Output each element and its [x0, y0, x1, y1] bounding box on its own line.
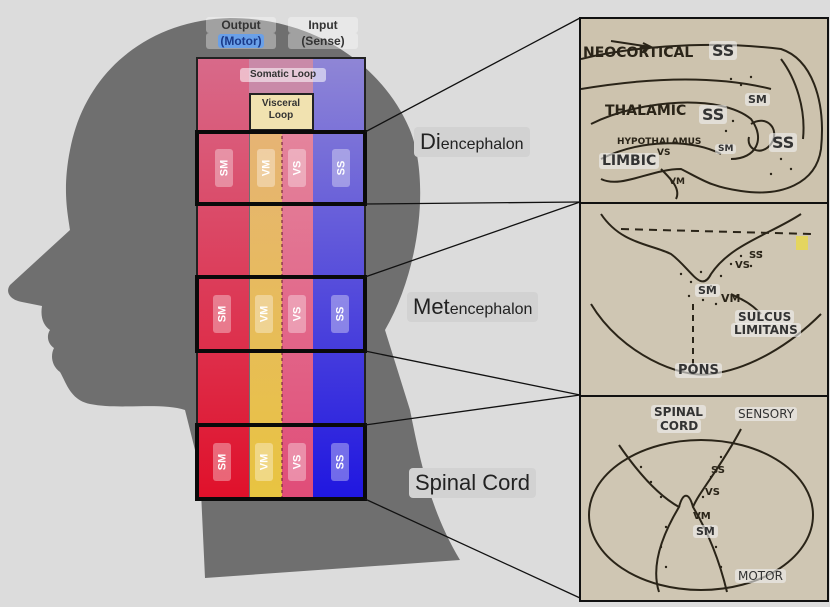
chip-vs: VS: [288, 443, 306, 481]
chip-vs: VS: [288, 295, 306, 333]
label-hypothalamus: HYPOTHALAMUS: [617, 137, 702, 147]
label-sm-small: SM: [715, 144, 737, 154]
somatic-loop-label: Somatic Loop: [240, 68, 326, 82]
chip-ss: SS: [331, 443, 349, 481]
label-vs: VS: [657, 148, 671, 158]
label-thalamic: THALAMIC: [605, 103, 687, 119]
label-sm: SM: [693, 525, 718, 538]
panel-spinal-cord: SPINAL CORD SENSORY SS VS VM SM MOTOR: [579, 395, 829, 602]
label-vm: VM: [693, 511, 711, 522]
input-label: Input: [288, 17, 358, 33]
output-label: Output: [206, 17, 276, 33]
visceral-motor-column: [250, 94, 282, 500]
label-pons: PONS: [675, 363, 722, 378]
label-sm: SM: [695, 284, 720, 297]
brain-sketch: [581, 40, 823, 200]
label-sensory: SENSORY: [735, 407, 798, 421]
chip-sm: SM: [215, 149, 233, 187]
chip-vm: VM: [255, 295, 273, 333]
chip-ss: SS: [332, 149, 350, 187]
level-box-metencephalon: [195, 275, 367, 353]
label-sulcus: SULCUS: [735, 310, 795, 324]
label-vm: VM: [721, 292, 741, 305]
level-label-diencephalon: Diencephalon: [414, 127, 530, 157]
chip-vs: VS: [288, 149, 306, 187]
level-label-metencephalon: Metencephalon: [407, 292, 539, 322]
label-limitans: LIMITANS: [731, 323, 801, 337]
chip-ss: SS: [331, 295, 349, 333]
level-box-spinal: [195, 423, 367, 501]
panel-diencephalon: NEOCORTICAL SS THALAMIC SS SM HYPOTHALAM…: [579, 17, 829, 206]
label-vm: VM: [669, 177, 685, 187]
label-sm: SM: [745, 93, 770, 106]
input-header: Input (Sense): [288, 17, 358, 49]
spinal-cord-sketch: [588, 428, 814, 593]
visceral-loop-box: [249, 93, 314, 131]
visceral-sensory-column: [282, 94, 313, 500]
panel-metencephalon: SS VS SM VM SULCUS LIMITANS PONS: [579, 202, 829, 399]
chip-vm: VM: [257, 149, 275, 187]
label-motor: MOTOR: [735, 569, 786, 583]
label-cord: CORD: [657, 419, 702, 433]
visceral-loop-label: Visceral Loop: [261, 98, 301, 121]
label-ss: SS: [749, 250, 763, 261]
level-box-diencephalon: [195, 130, 367, 206]
label-neocortical: NEOCORTICAL: [583, 45, 694, 61]
label-ss: SS: [699, 105, 728, 124]
label-spinal: SPINAL: [651, 405, 706, 419]
output-header: Output (Motor): [206, 17, 276, 49]
label-ss: SS: [769, 133, 798, 152]
label-vs: VS: [705, 487, 720, 498]
label-ss: SS: [709, 41, 738, 60]
chip-sm: SM: [213, 443, 231, 481]
connector-lines: [364, 17, 581, 599]
label-limbic: LIMBIC: [599, 153, 660, 169]
label-ss: SS: [711, 465, 725, 476]
output-sub-label: (Motor): [218, 34, 264, 48]
input-sub-label: (Sense): [288, 33, 358, 49]
level-label-spinal-cord: Spinal Cord: [409, 468, 536, 498]
chip-vm: VM: [255, 443, 273, 481]
chip-sm: SM: [213, 295, 231, 333]
label-vs: VS: [735, 260, 750, 271]
